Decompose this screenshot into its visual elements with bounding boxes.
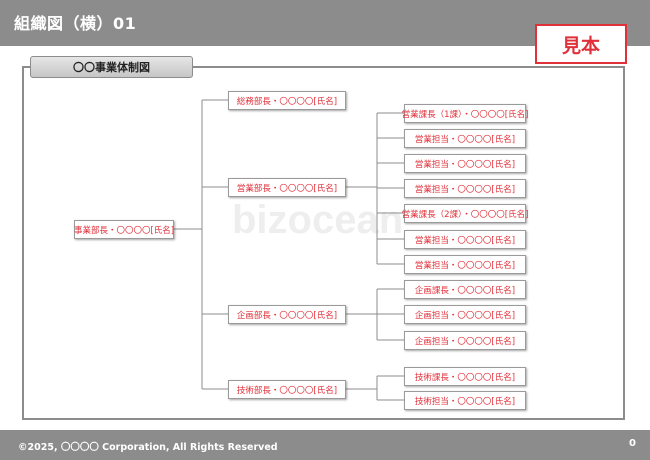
planning-unit-box: 企画担当・〇〇〇〇[氏名] (404, 331, 526, 350)
manager-box-general-affairs: 総務部長・〇〇〇〇[氏名] (228, 91, 346, 110)
footer-bar: ©2025, 〇〇〇〇 Corporation, All Rights Rese… (0, 430, 650, 460)
planning-unit-box: 企画課長・〇〇〇〇[氏名] (404, 280, 526, 299)
sales-unit-box: 営業担当・〇〇〇〇[氏名] (404, 179, 526, 198)
page-number: 0 (629, 438, 636, 449)
manager-box-planning: 企画部長・〇〇〇〇[氏名] (228, 305, 346, 324)
tech-unit-box: 技術課長・〇〇〇〇[氏名] (404, 367, 526, 386)
header-bar: 組織図（横）01 (0, 0, 650, 46)
panel-title: 〇〇事業体制図 (30, 56, 193, 78)
sales-unit-box: 営業担当・〇〇〇〇[氏名] (404, 154, 526, 173)
manager-box-technical: 技術部長・〇〇〇〇[氏名] (228, 380, 346, 399)
sample-stamp: 見本 (535, 24, 627, 64)
sales-unit-box: 営業担当・〇〇〇〇[氏名] (404, 255, 526, 274)
tech-unit-box: 技術担当・〇〇〇〇[氏名] (404, 391, 526, 410)
sales-unit-box: 営業課長（2課）・〇〇〇〇[氏名] (402, 204, 528, 223)
sales-unit-box: 営業担当・〇〇〇〇[氏名] (404, 129, 526, 148)
manager-box-sales: 営業部長・〇〇〇〇[氏名] (228, 178, 346, 197)
root-box: 事業部長・〇〇〇〇[氏名] (74, 220, 174, 239)
copyright-text: ©2025, 〇〇〇〇 Corporation, All Rights Rese… (18, 442, 278, 453)
page-title: 組織図（横）01 (14, 14, 137, 33)
sales-unit-box: 営業課長（1課）・〇〇〇〇[氏名] (402, 104, 528, 123)
sales-unit-box: 営業担当・〇〇〇〇[氏名] (404, 230, 526, 249)
planning-unit-box: 企画担当・〇〇〇〇[氏名] (404, 305, 526, 324)
